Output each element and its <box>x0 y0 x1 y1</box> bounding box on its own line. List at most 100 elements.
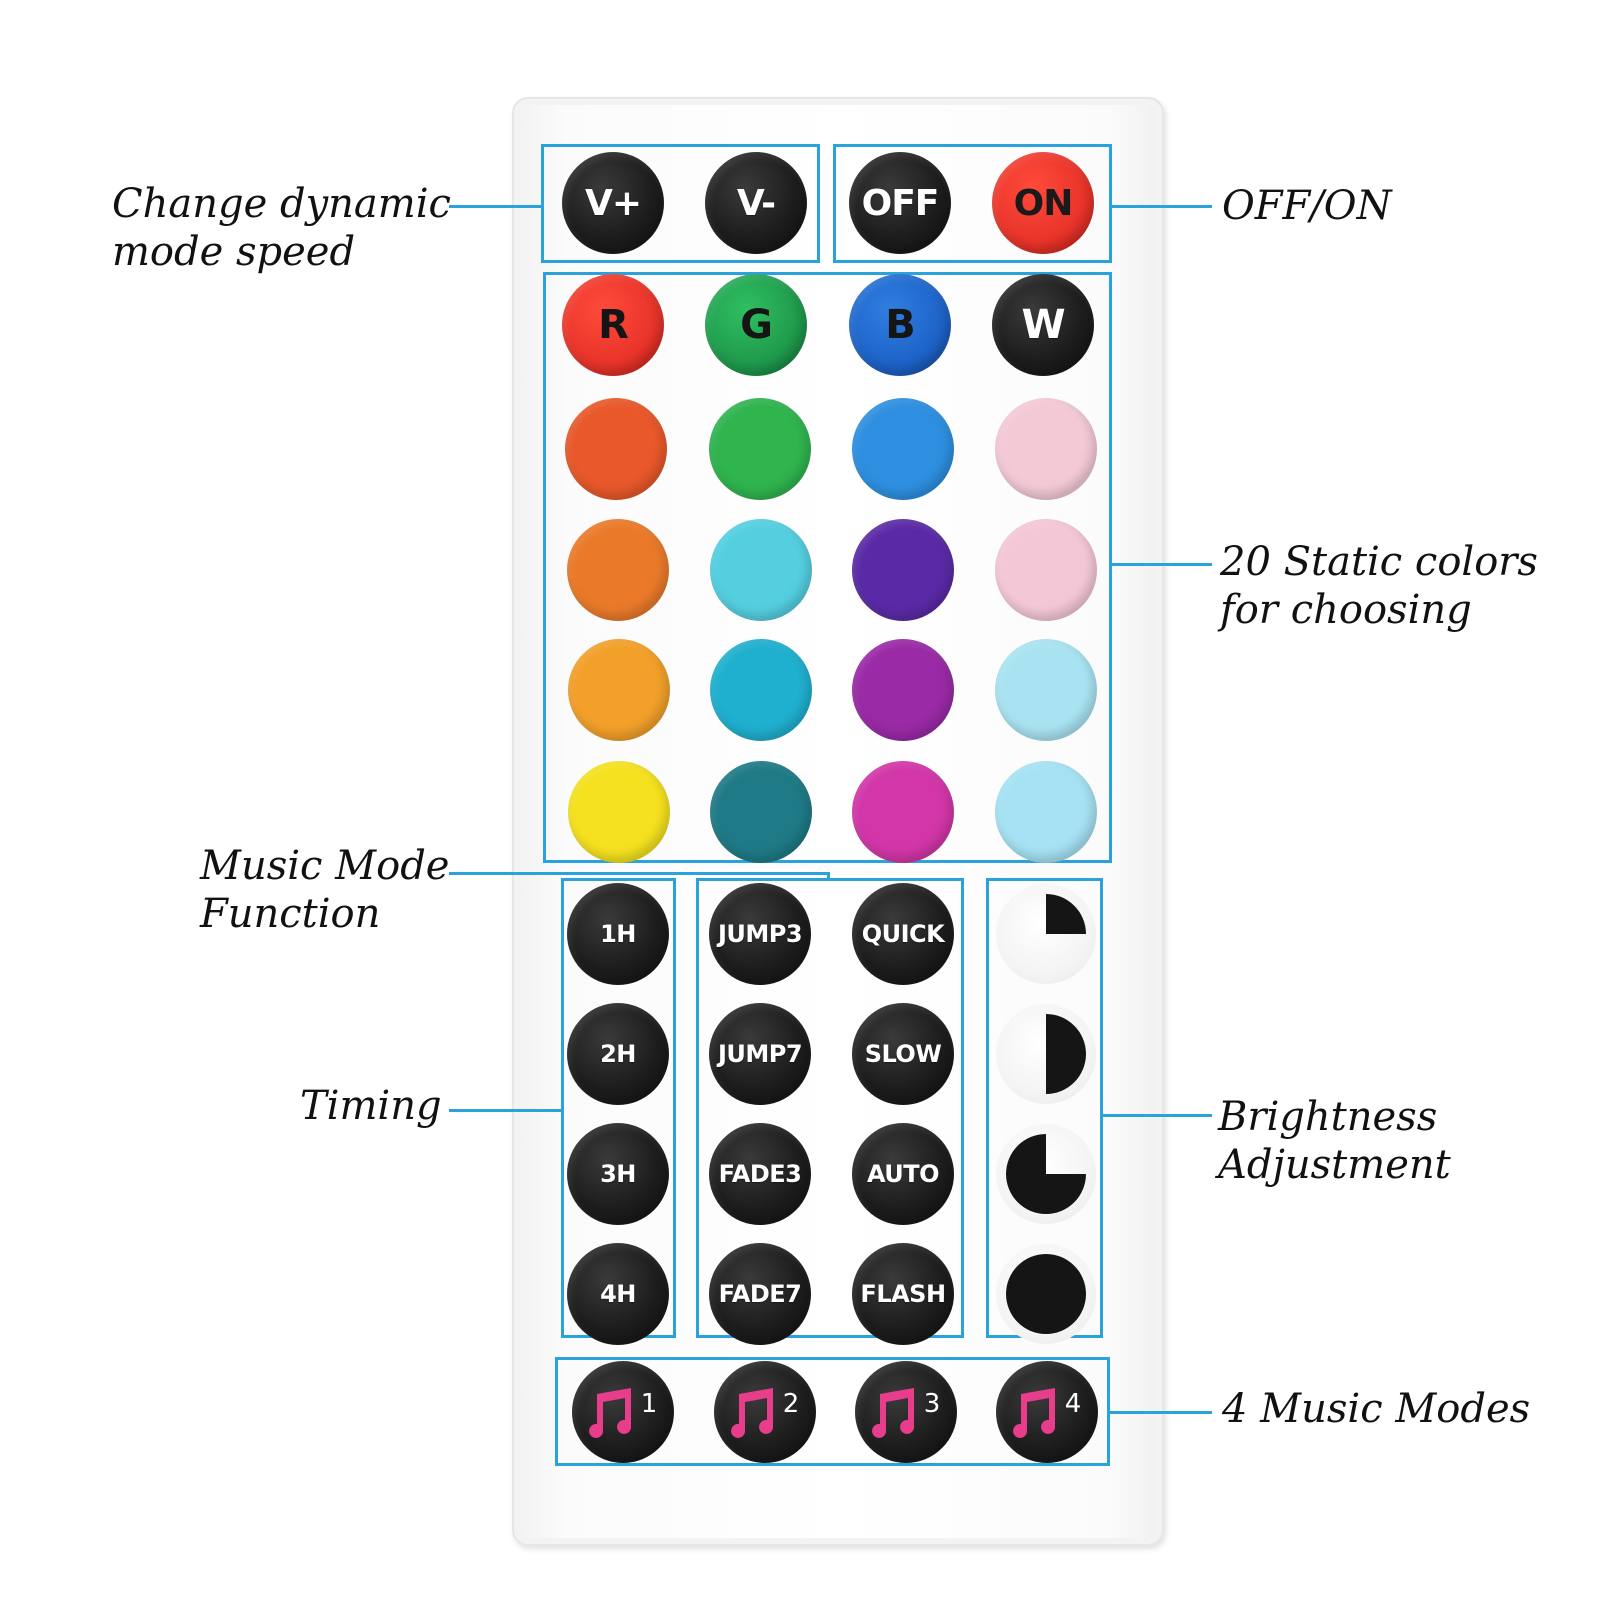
music-modes-annotation: 4 Music Modes <box>1222 1385 1530 1433</box>
speed-up-label: V+ <box>584 182 642 224</box>
color-button[interactable] <box>995 398 1097 500</box>
power-group <box>833 144 1112 263</box>
red-button[interactable]: R <box>562 274 664 376</box>
color-button[interactable] <box>995 519 1097 621</box>
jump7-button[interactable]: JUMP7 <box>709 1003 811 1105</box>
music-mode-3-label: 3 <box>923 1389 941 1419</box>
timer-3h-button[interactable]: 3H <box>567 1123 669 1225</box>
fade7-button[interactable]: FADE7 <box>709 1243 811 1345</box>
music-function-leader-drop <box>827 872 830 880</box>
blue-button[interactable]: B <box>849 274 951 376</box>
speed-leader-line <box>449 205 541 208</box>
music-note-icon <box>588 1388 631 1438</box>
music-modes-annotation-text: 4 Music Modes <box>1222 1386 1531 1432</box>
timer-4h-label: 4H <box>600 1280 636 1308</box>
color-button[interactable] <box>852 761 954 863</box>
brightness-annotation-line: Brightness <box>1218 1094 1438 1140</box>
color-button[interactable] <box>852 519 954 621</box>
color-button[interactable] <box>709 398 811 500</box>
fade7-label: FADE7 <box>718 1280 802 1308</box>
green-button[interactable]: G <box>705 274 807 376</box>
quick-button[interactable]: QUICK <box>852 883 954 985</box>
color-button[interactable] <box>995 639 1097 741</box>
colors-annotation-line: for choosing <box>1220 587 1472 633</box>
music-mode-4-label: 4 <box>1064 1389 1082 1419</box>
timing-annotation-text: Timing <box>300 1083 442 1129</box>
music-function-annotation: Music Mode Function <box>200 842 449 938</box>
brightness-full-icon <box>1006 1254 1086 1334</box>
white-label: W <box>1021 302 1065 348</box>
color-button[interactable] <box>852 639 954 741</box>
flash-button[interactable]: FLASH <box>852 1243 954 1345</box>
music-mode-1-button[interactable]: 1 <box>572 1361 674 1463</box>
speed-annotation: Change dynamic mode speed <box>112 180 451 276</box>
auto-button[interactable]: AUTO <box>852 1123 954 1225</box>
speed-group <box>541 144 820 263</box>
timing-leader-line <box>449 1109 561 1112</box>
timer-3h-label: 3H <box>600 1160 636 1188</box>
color-button[interactable] <box>710 519 812 621</box>
music-mode-4-button[interactable]: 4 <box>996 1361 1098 1463</box>
jump3-label: JUMP3 <box>717 920 803 948</box>
timer-2h-button[interactable]: 2H <box>567 1003 669 1105</box>
speed-down-button[interactable]: V- <box>705 152 807 254</box>
color-button[interactable] <box>567 519 669 621</box>
on-label: ON <box>1013 182 1074 224</box>
power-annotation-text: OFF/ON <box>1222 183 1392 229</box>
timer-4h-button[interactable]: 4H <box>567 1243 669 1345</box>
power-leader-line <box>1112 205 1212 208</box>
speed-annotation-line: mode speed <box>112 229 356 275</box>
music-note-icon <box>730 1388 773 1438</box>
music-mode-2-button[interactable]: 2 <box>714 1361 816 1463</box>
blue-label: B <box>885 302 915 348</box>
timer-1h-button[interactable]: 1H <box>567 883 669 985</box>
brightness-leader-line <box>1103 1114 1212 1117</box>
auto-label: AUTO <box>866 1160 940 1188</box>
colors-annotation: 20 Static colors for choosing <box>1220 538 1538 634</box>
speed-annotation-line: Change dynamic <box>112 181 451 227</box>
white-button[interactable]: W <box>992 274 1094 376</box>
brightness-quarter-icon <box>1046 894 1086 934</box>
music-mode-1-label: 1 <box>640 1389 658 1419</box>
color-button[interactable] <box>565 398 667 500</box>
music-function-leader-line <box>449 872 830 875</box>
color-button[interactable] <box>995 761 1097 863</box>
red-label: R <box>598 302 629 348</box>
flash-label: FLASH <box>860 1280 946 1308</box>
music-function-annotation-line: Function <box>200 891 381 937</box>
color-button[interactable] <box>852 398 954 500</box>
quick-label: QUICK <box>861 920 945 948</box>
color-button[interactable] <box>568 639 670 741</box>
music-function-group <box>696 878 964 1338</box>
brightness-annotation-line: Adjustment <box>1218 1142 1451 1188</box>
music-function-annotation-line: Music Mode <box>200 843 450 889</box>
color-group <box>543 272 1112 863</box>
timing-annotation: Timing <box>300 1082 442 1130</box>
color-button[interactable] <box>710 639 812 741</box>
speed-up-button[interactable]: V+ <box>562 152 664 254</box>
colors-leader-line <box>1112 563 1212 566</box>
fade3-button[interactable]: FADE3 <box>709 1123 811 1225</box>
off-label: OFF <box>861 182 940 224</box>
timer-2h-label: 2H <box>600 1040 636 1068</box>
music-modes-group <box>555 1357 1110 1466</box>
music-note-icon <box>871 1388 914 1438</box>
music-mode-3-button[interactable]: 3 <box>855 1361 957 1463</box>
colors-annotation-line: 20 Static colors <box>1220 539 1538 585</box>
power-annotation: OFF/ON <box>1222 182 1392 230</box>
music-mode-2-label: 2 <box>782 1389 800 1419</box>
off-button[interactable]: OFF <box>849 152 951 254</box>
music-modes-leader-line <box>1110 1411 1212 1414</box>
on-button[interactable]: ON <box>992 152 1094 254</box>
brightness-annotation: Brightness Adjustment <box>1218 1093 1451 1189</box>
fade3-label: FADE3 <box>718 1160 802 1188</box>
color-button[interactable] <box>710 761 812 863</box>
slow-button[interactable]: SLOW <box>852 1003 954 1105</box>
color-button[interactable] <box>568 761 670 863</box>
timer-1h-label: 1H <box>600 920 636 948</box>
green-label: G <box>740 302 773 348</box>
brightness-half-icon <box>1046 1014 1086 1094</box>
brightness-three-quarter-icon <box>1006 1134 1086 1214</box>
jump7-label: JUMP7 <box>717 1040 803 1068</box>
jump3-button[interactable]: JUMP3 <box>709 883 811 985</box>
